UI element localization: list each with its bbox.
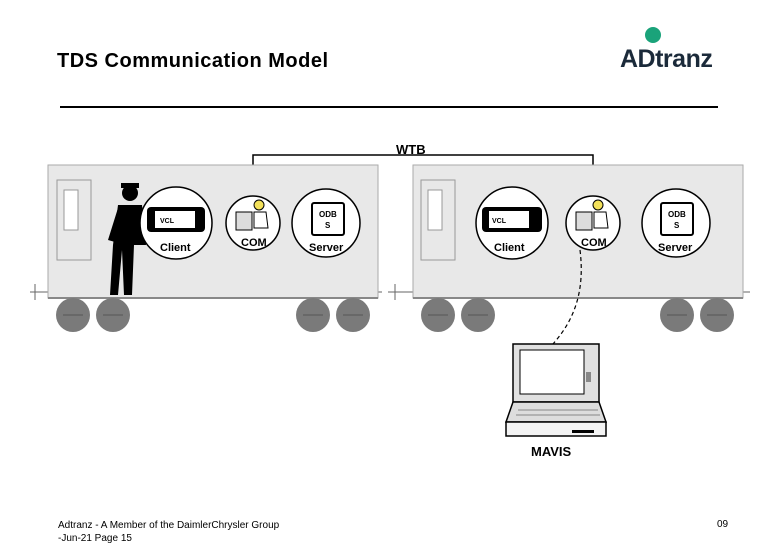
svg-text:ODB: ODB xyxy=(319,210,337,219)
vehicle-1: VCL Client COM ODB S Server xyxy=(30,164,382,333)
com-node: COM xyxy=(565,195,621,251)
database-icon xyxy=(311,202,345,236)
svg-text:ODB: ODB xyxy=(668,210,686,219)
com-label: COM xyxy=(241,237,267,249)
footer-company: Adtranz - A Member of the DaimlerChrysle… xyxy=(58,520,280,531)
client-label: Client xyxy=(494,242,525,254)
svg-text:S: S xyxy=(325,221,331,230)
svg-text:VCL: VCL xyxy=(160,218,175,225)
footer-date-page: -Jun-21 Page 15 xyxy=(58,533,132,544)
header-rule xyxy=(60,106,718,108)
wheel xyxy=(55,297,91,333)
mavis-link-dashed xyxy=(551,249,582,346)
client-label: Client xyxy=(160,242,191,254)
server-label: Server xyxy=(658,242,693,254)
wheel xyxy=(295,297,331,333)
vehicle-2: VCL Client COM ODB S Server xyxy=(388,164,750,333)
adtranz-logo: ADtranz xyxy=(620,24,730,76)
server-node: ODB S Server xyxy=(291,188,361,258)
com-operator-icon xyxy=(575,199,609,231)
server-label: Server xyxy=(309,242,344,254)
footer-left: Adtranz - A Member of the DaimlerChrysle… xyxy=(58,519,279,545)
svg-text:S: S xyxy=(674,221,680,230)
wtb-label: WTB xyxy=(396,142,426,157)
wheel xyxy=(335,297,371,333)
wheel xyxy=(659,297,695,333)
client-node: VCL Client xyxy=(475,186,549,260)
footer-code: 09 xyxy=(717,519,729,530)
svg-text:VCL: VCL xyxy=(492,218,507,225)
mavis-label: MAVIS xyxy=(531,444,572,459)
page-title: TDS Communication Model xyxy=(57,50,329,72)
wheel xyxy=(460,297,496,333)
logo-dot-icon xyxy=(645,27,661,43)
com-node: COM xyxy=(225,195,281,251)
wheel xyxy=(95,297,131,333)
com-operator-icon xyxy=(235,199,269,231)
client-node: VCL Client xyxy=(139,186,213,260)
server-node: ODB S Server xyxy=(641,188,711,258)
logo-wordmark: ADtranz xyxy=(620,45,713,73)
wheel xyxy=(420,297,456,333)
laptop-icon xyxy=(504,343,608,437)
wheel xyxy=(699,297,735,333)
com-label: COM xyxy=(581,237,607,249)
database-icon xyxy=(660,202,694,236)
